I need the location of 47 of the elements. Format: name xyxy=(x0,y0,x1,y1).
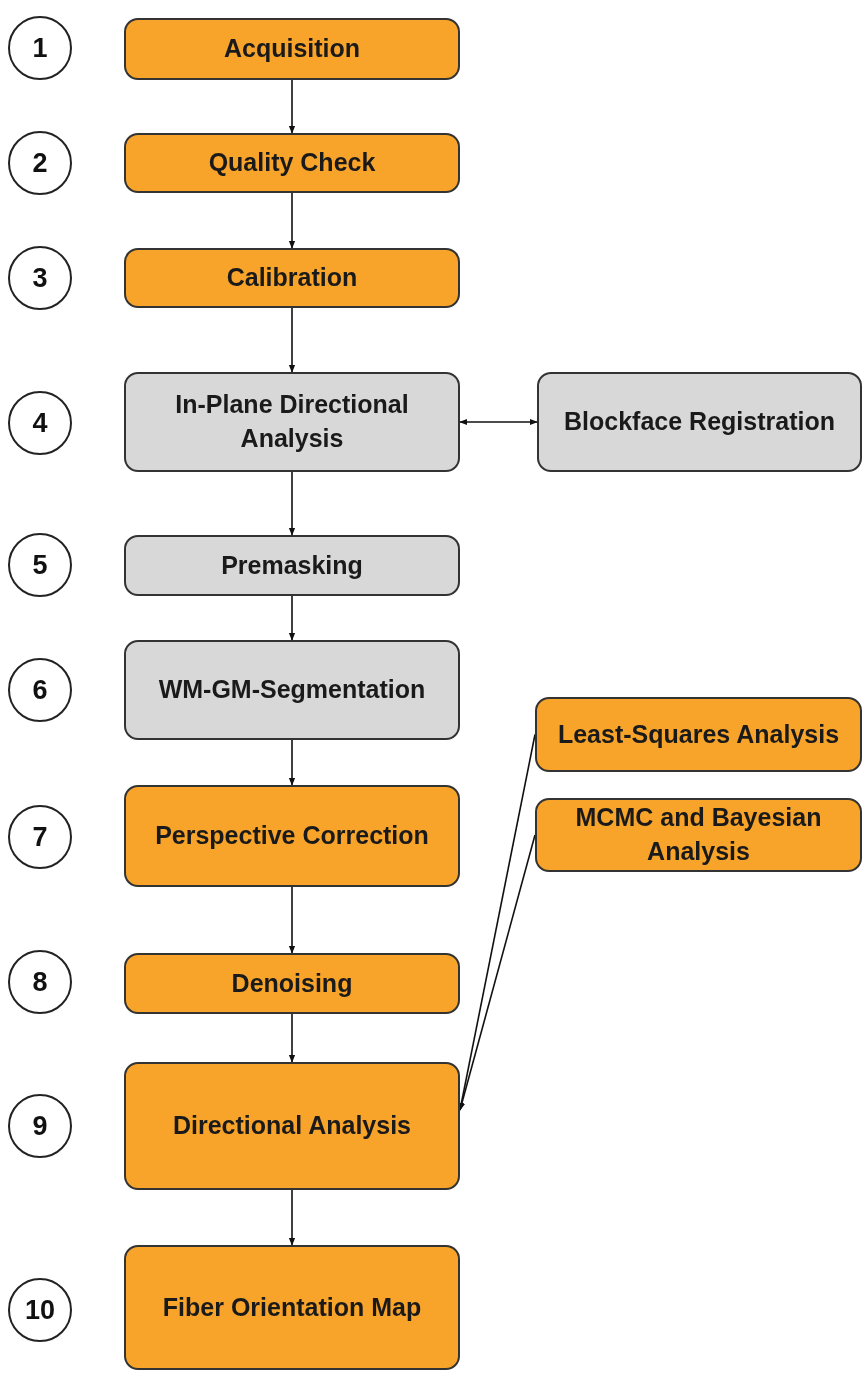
process-box xyxy=(535,798,862,872)
step-number: 7 xyxy=(8,805,72,869)
arrow xyxy=(458,834,536,1111)
step-label: Least-Squares Analysis xyxy=(557,718,840,750)
step-number: 9 xyxy=(8,1094,72,1158)
process-box xyxy=(124,640,460,740)
arrow xyxy=(288,307,296,373)
process-box xyxy=(535,697,862,772)
process-box xyxy=(124,785,460,887)
process-box xyxy=(124,248,460,308)
step-label: WM-GM-Segmentation xyxy=(158,674,426,706)
process-box xyxy=(124,535,460,596)
arrow xyxy=(459,418,538,426)
step-label: In-Plane Directional Analysis xyxy=(174,389,410,454)
process-box xyxy=(124,1062,460,1190)
process-box xyxy=(124,1245,460,1370)
step-label: Premasking xyxy=(221,549,363,581)
step-label: Blockface Registration xyxy=(564,406,835,438)
arrow xyxy=(288,79,296,134)
step-number: 3 xyxy=(8,246,72,310)
arrow xyxy=(288,192,296,249)
process-box xyxy=(124,18,460,80)
process-box xyxy=(124,133,460,193)
step-number: 6 xyxy=(8,658,72,722)
step-number: 5 xyxy=(8,533,72,597)
step-number: 8 xyxy=(8,950,72,1014)
arrow xyxy=(288,886,296,954)
step-label: Directional Analysis xyxy=(172,1110,412,1142)
process-box xyxy=(537,372,862,472)
process-box xyxy=(124,953,460,1014)
arrow xyxy=(288,1189,296,1246)
arrow xyxy=(288,471,296,536)
step-label: Calibration xyxy=(226,262,358,294)
arrow xyxy=(288,595,296,641)
step-label: Acquisition xyxy=(223,33,361,65)
step-label: Denoising xyxy=(231,967,353,999)
step-number: 2 xyxy=(8,131,72,195)
step-label: MCMC and Bayesian Analysis xyxy=(574,802,823,867)
arrow xyxy=(288,1013,296,1063)
step-number: 10 xyxy=(8,1278,72,1342)
step-label: Quality Check xyxy=(208,147,376,179)
arrow xyxy=(288,739,296,786)
step-label: Perspective Correction xyxy=(155,820,429,852)
step-label: Fiber Orientation Map xyxy=(162,1291,422,1323)
process-box xyxy=(124,372,460,472)
step-number: 1 xyxy=(8,16,72,80)
step-number: 4 xyxy=(8,391,72,455)
